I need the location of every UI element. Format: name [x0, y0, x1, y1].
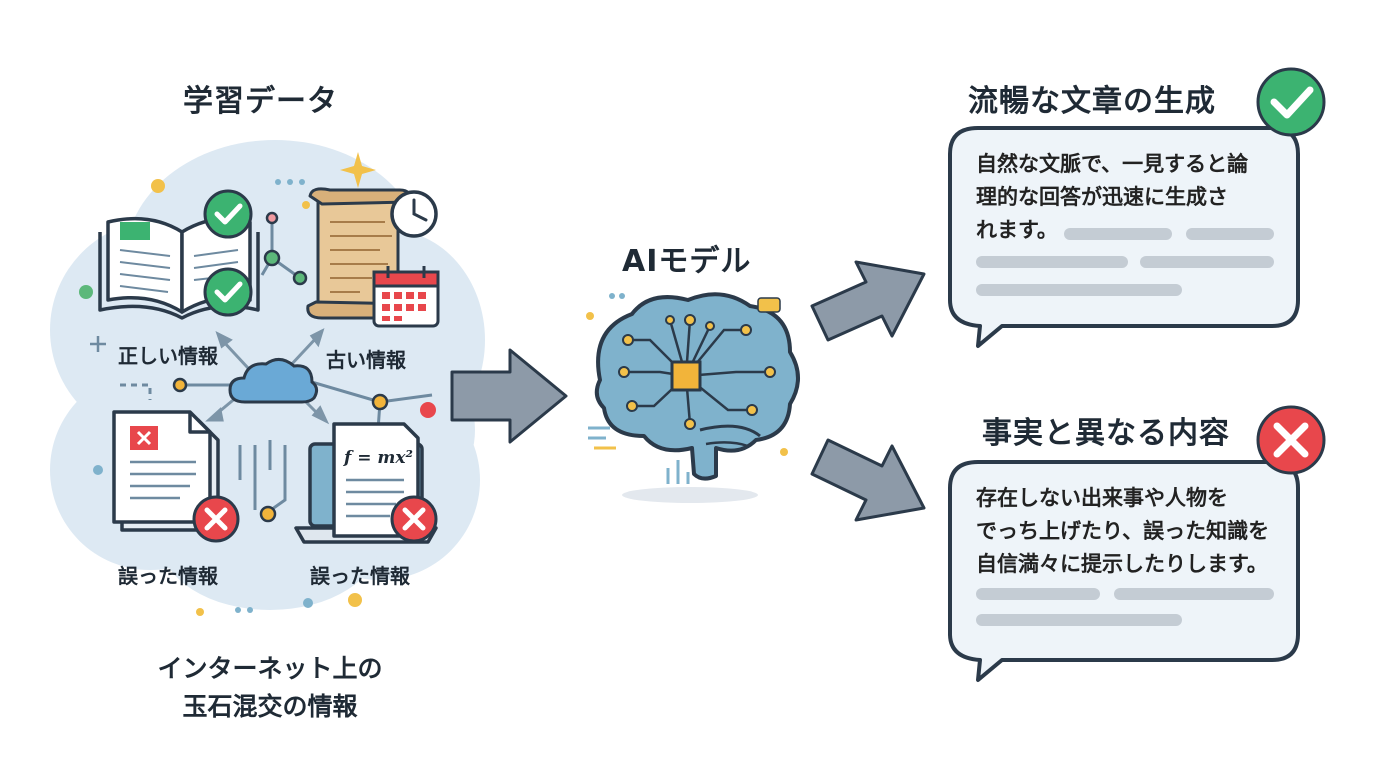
cross-icon [390, 495, 438, 543]
speech-bubble-top [948, 126, 1300, 348]
ai-model-title: AIモデル [622, 244, 752, 279]
fluent-text-body: 自然な文脈で、一見すると論 理的な回答が迅速に生成さ れます。 [976, 148, 1276, 247]
false-line-2: でっち上げたり、誤った知識を [976, 519, 1270, 543]
book-icon [98, 216, 260, 320]
brain-decorations [586, 293, 788, 484]
wrong-info-label-left: 誤った情報 [118, 564, 218, 588]
old-info-label: 古い情報 [326, 348, 406, 372]
clock-icon [390, 190, 438, 238]
check-icon [203, 267, 253, 317]
false-content-body: 存在しない出来事や人物を でっち上げたり、誤った知識を 自信満々に提示したりしま… [976, 482, 1286, 581]
calendar-icon [372, 266, 440, 328]
arrow-icon [450, 348, 568, 444]
cloud-icon [228, 358, 319, 404]
caption-line-2: 玉石混交の情報 [182, 692, 358, 721]
check-icon [1256, 67, 1326, 137]
sparkle-icon [340, 152, 376, 188]
fluent-line-2: 理的な回答が迅速に生成さ [976, 185, 1228, 209]
network-arrows [205, 328, 330, 425]
false-line-3: 自信満々に提示したりします。 [976, 552, 1268, 576]
speech-bubble-bottom [948, 460, 1300, 682]
check-icon [203, 189, 253, 239]
wrong-info-label-right: 誤った情報 [310, 564, 410, 588]
fluent-line-1: 自然な文脈で、一見すると論 [976, 152, 1249, 176]
plus-icon [90, 336, 106, 352]
caption-line-1: インターネット上の [157, 654, 383, 683]
cross-icon [192, 495, 240, 543]
cross-icon [1256, 405, 1326, 475]
decor-dots [79, 179, 436, 616]
false-content-title: 事実と異なる内容 [982, 416, 1230, 451]
training-data-title: 学習データ [183, 84, 338, 119]
correct-info-label: 正しい情報 [118, 344, 218, 368]
chip-icon [670, 360, 702, 392]
internet-caption: インターネット上の 玉石混交の情報 [120, 650, 420, 726]
arrow-icon [810, 438, 926, 522]
brain-icon [594, 292, 800, 503]
formula-text: f = mx² [344, 448, 413, 468]
network-nodes [172, 211, 389, 523]
arrow-icon [810, 260, 926, 342]
document-icon [112, 410, 220, 532]
false-line-1: 存在しない出来事や人物を [976, 486, 1228, 510]
fluent-text-title: 流暢な文章の生成 [968, 84, 1216, 119]
fluent-line-3: れます。 [976, 218, 1058, 242]
